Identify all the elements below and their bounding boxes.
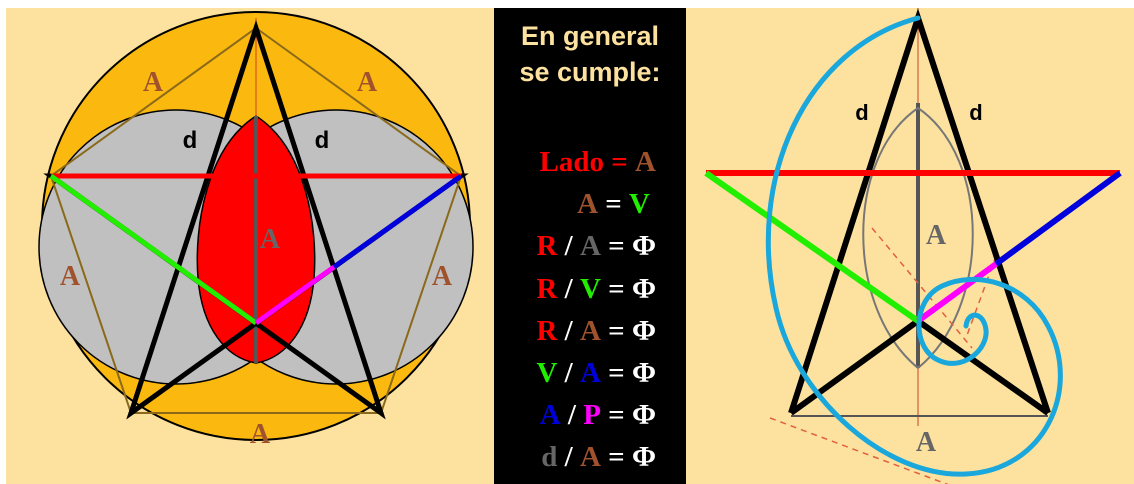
equation-token: =: [598, 188, 630, 220]
left-diagram: A A A A A A d d: [38, 11, 474, 450]
equation-token: R: [536, 230, 558, 262]
side-label-right: A: [432, 261, 453, 292]
magenta-segment: [916, 261, 998, 324]
equation-token: A: [579, 230, 601, 262]
blue-segment: [332, 173, 463, 270]
equation-token: Φ: [631, 315, 656, 347]
left-panel: A A A A A A d d: [6, 8, 494, 484]
equation-token: Lado: [539, 146, 605, 178]
equation-token: /: [557, 315, 580, 347]
equation-token: Φ: [631, 441, 656, 473]
base-a-label: A: [916, 427, 937, 458]
d-label-left: d: [855, 100, 868, 125]
center-a-label: A: [260, 224, 281, 255]
equation-token: A: [579, 441, 601, 473]
equation-token: =: [600, 230, 632, 262]
equation-token: Φ: [631, 230, 656, 262]
outer-pentagon: [49, 26, 463, 414]
equation-token: A: [577, 188, 599, 220]
golden-spiral: [765, 15, 1063, 477]
equation-token: =: [600, 315, 632, 347]
d-label-right: d: [969, 100, 982, 125]
center-a-label: A: [926, 220, 947, 251]
green-segment: [704, 170, 920, 324]
equation-row: V / A = Φ: [536, 357, 656, 389]
lens-outline: [862, 106, 974, 370]
equation-token: =: [600, 273, 632, 305]
equation-row: Lado = A: [540, 146, 656, 178]
equation-token: /: [557, 441, 580, 473]
equation-token: R: [536, 315, 558, 347]
blue-segment: [994, 170, 1122, 267]
equation-token: V: [629, 188, 650, 220]
equation-token: A: [635, 146, 656, 178]
heading-line-2: se cumple:: [519, 57, 661, 87]
equation-token: R: [536, 273, 558, 305]
equation-token: /: [557, 357, 580, 389]
equation-row: A = V: [577, 188, 650, 220]
equation-token: Φ: [631, 273, 656, 305]
magenta-segment: [254, 264, 336, 326]
side-label-top-right: A: [357, 67, 378, 98]
equation-token: =: [600, 357, 632, 389]
equation-token: /: [557, 230, 580, 262]
equation-row: R / V = Φ: [536, 273, 656, 305]
equation-row: d / A = Φ: [541, 441, 656, 473]
dashed-line-middle: [871, 227, 973, 349]
equation-token: A: [579, 315, 601, 347]
equation-token: P: [583, 399, 601, 431]
equation-token: Φ: [631, 357, 656, 389]
equation-token: d: [541, 441, 558, 473]
side-label-bottom: A: [250, 419, 271, 450]
heading: En general se cumple:: [494, 18, 686, 90]
equation-token: A: [579, 357, 601, 389]
right-panel: d d A A: [686, 8, 1134, 484]
dashed-line-bottom: [769, 417, 949, 484]
equation-token: Φ: [631, 399, 656, 431]
equation-token: /: [560, 399, 584, 431]
d-label-right: d: [315, 127, 330, 154]
equation-token: A: [539, 399, 561, 431]
side-label-top-left: A: [143, 67, 164, 98]
d-label-left: d: [183, 127, 198, 154]
heading-line-1: En general: [520, 21, 660, 51]
green-segment: [49, 173, 258, 326]
equation-row: R / A = Φ: [536, 230, 656, 262]
equation-token: V: [536, 357, 558, 389]
right-diagram: d d A A: [704, 8, 1122, 484]
equation-token: =: [600, 441, 632, 473]
equation-token: V: [579, 273, 601, 305]
equation-token: =: [604, 146, 636, 178]
equation-token: =: [600, 399, 632, 431]
side-label-left: A: [60, 261, 81, 292]
equation-row: A / P = Φ: [540, 399, 656, 431]
equation-row: R / A = Φ: [536, 315, 656, 347]
equation-token: /: [557, 273, 580, 305]
